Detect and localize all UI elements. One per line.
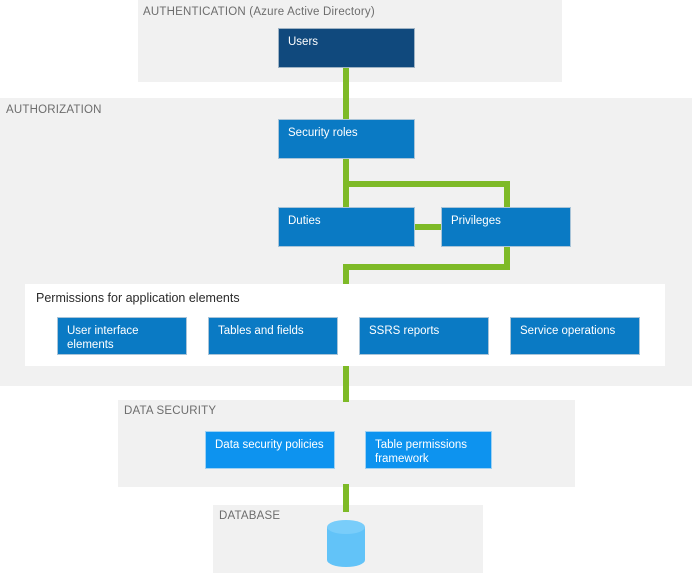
connector-bus-to-privileges: [504, 181, 510, 212]
connector-privileges-down: [504, 244, 510, 270]
node-service-operations[interactable]: Service operations: [510, 317, 640, 355]
node-privileges[interactable]: Privileges: [441, 207, 571, 247]
connector-data-security-to-database: [343, 484, 349, 512]
data-security-band: [118, 400, 575, 487]
connector-users-to-security-roles: [343, 62, 349, 122]
node-duties[interactable]: Duties: [278, 207, 415, 247]
connector-bus-bottom-horizontal: [343, 264, 510, 270]
node-user-interface-elements[interactable]: User interface elements: [57, 317, 187, 355]
connector-bus-top-horizontal: [343, 181, 510, 187]
node-tables-and-fields[interactable]: Tables and fields: [208, 317, 338, 355]
data-security-band-title: DATA SECURITY: [124, 405, 217, 417]
node-table-permissions-framework[interactable]: Table permissions framework: [365, 431, 492, 469]
authentication-band-title: AUTHENTICATION (Azure Active Directory): [143, 6, 375, 18]
node-security-roles[interactable]: Security roles: [278, 119, 415, 159]
connector-duties-to-privileges: [412, 224, 446, 230]
permissions-panel-title: Permissions for application elements: [36, 291, 240, 305]
node-ssrs-reports[interactable]: SSRS reports: [359, 317, 489, 355]
connector-bus-to-permissions: [343, 264, 349, 290]
connector-permissions-to-data-security: [343, 366, 349, 402]
authorization-band-title: AUTHORIZATION: [6, 104, 102, 116]
database-band-title: DATABASE: [219, 510, 281, 522]
node-users[interactable]: Users: [278, 28, 415, 68]
cylinder-top: [327, 520, 365, 534]
node-data-security-policies[interactable]: Data security policies: [205, 431, 335, 469]
database-cylinder-icon: [327, 520, 365, 567]
